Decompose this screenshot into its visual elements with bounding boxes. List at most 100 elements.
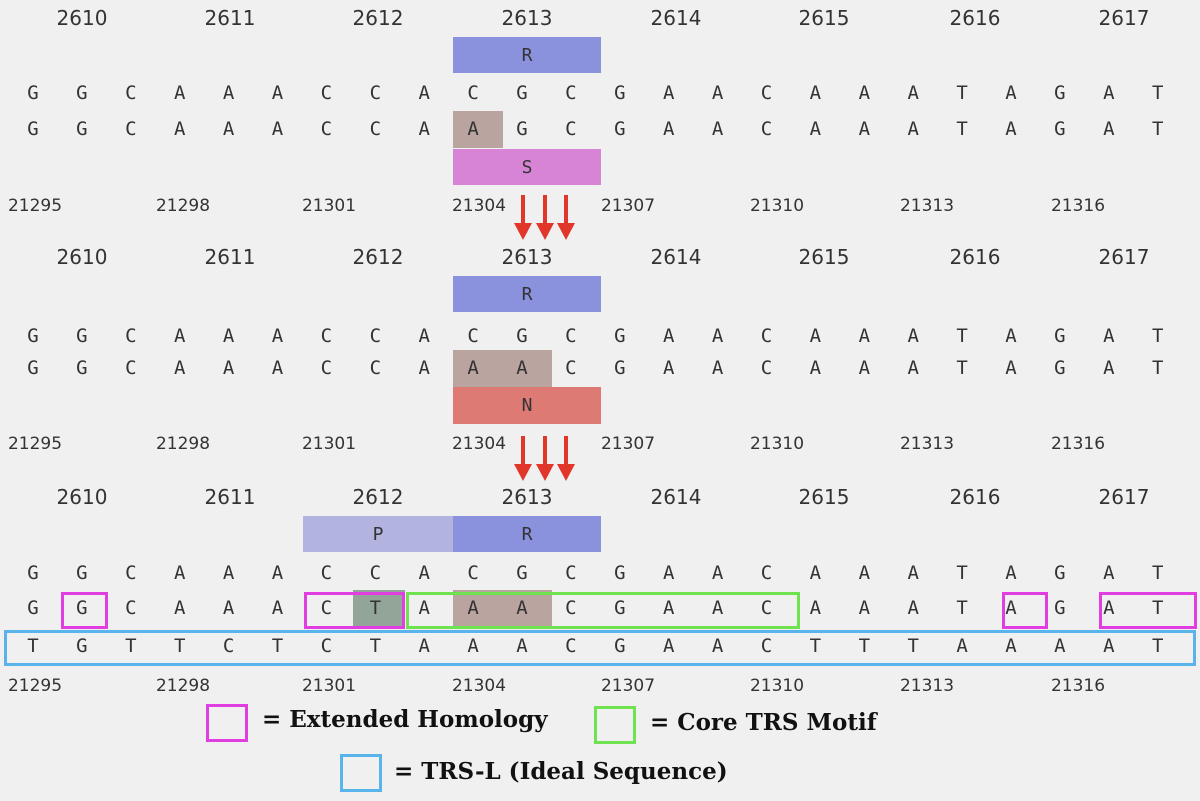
nucleotide-letter: T <box>809 635 822 657</box>
codon-number: 2610 <box>56 485 108 509</box>
codon-number-row: 2610 2611 2612 2613 2614 2615 2616 2617 <box>0 485 1200 511</box>
variant-amino-acid-box: N <box>453 387 601 424</box>
nucleotide-letter: A <box>222 118 235 140</box>
nucleotide-letter: A <box>173 325 186 347</box>
nucleotide-letter: C <box>125 325 137 347</box>
amino-acid-label: N <box>521 395 533 416</box>
nucleotide-letter: A <box>271 325 284 347</box>
nucleotide-letter: C <box>125 597 137 619</box>
nucleotide-letter: A <box>173 562 186 584</box>
ref-amino-acid-box: R <box>453 276 601 312</box>
codon-number: 2615 <box>798 6 850 30</box>
nucleotide-letter: A <box>173 357 186 379</box>
legend-extended-homology-label: = Extended Homology <box>262 706 548 733</box>
genome-position: 21310 <box>749 434 805 454</box>
genome-position: 21307 <box>600 196 656 216</box>
nucleotide-letter: A <box>173 118 186 140</box>
nucleotide-letter: A <box>418 635 430 657</box>
variant-amino-acid-box: S <box>453 149 601 185</box>
codon-number: 2612 <box>352 245 404 269</box>
nucleotide-letter: C <box>125 357 137 379</box>
genome-position: 21295 <box>7 676 63 696</box>
nucleotide-letter: A <box>956 635 968 657</box>
genome-position: 21307 <box>600 434 656 454</box>
nucleotide-letter: A <box>1005 325 1017 347</box>
down-arrows-icon <box>514 195 575 240</box>
nucleotide-letter: A <box>711 357 724 379</box>
nucleotide-letter: G <box>76 635 88 657</box>
nucleotide-letter: G <box>516 82 528 104</box>
legend-trs-l-label: = TRS-L (Ideal Sequence) <box>394 758 728 785</box>
nucleotide-letter: T <box>1151 325 1164 347</box>
nucleotide-letter: C <box>369 82 382 104</box>
nucleotide-letter: A <box>809 562 822 584</box>
codon-number: 2616 <box>949 485 1001 509</box>
nucleotide-letter: A <box>858 325 871 347</box>
nucleotide-letter: A <box>222 357 235 379</box>
genome-position-row: 21295 21298 21301 21304 21307 21310 2131… <box>0 196 1200 218</box>
nucleotide-letter: A <box>1103 562 1115 584</box>
nucleotide-letter: C <box>320 357 333 379</box>
nucleotide-letter: G <box>516 562 528 584</box>
nucleotide-letter: G <box>1054 325 1066 347</box>
nucleotide-letter: A <box>222 325 235 347</box>
genome-position-row: 21295 21298 21301 21304 21307 21310 2131… <box>0 434 1200 456</box>
substitution-highlight-t <box>353 590 405 627</box>
genome-position: 21304 <box>451 434 507 454</box>
nucleotide-letter: G <box>516 325 528 347</box>
nucleotide-letter: G <box>1054 357 1066 379</box>
nucleotide-letter: A <box>1103 325 1115 347</box>
nucleotide-letter: C <box>125 562 137 584</box>
extended-homology-outline <box>1099 592 1197 629</box>
nucleotide-letter: C <box>320 82 333 104</box>
nucleotide-letter: A <box>809 597 822 619</box>
nucleotide-letter: T <box>1151 82 1164 104</box>
genome-position: 21298 <box>155 196 211 216</box>
nucleotide-letter: G <box>614 597 626 619</box>
nucleotide-letter: G <box>1054 562 1066 584</box>
nucleotide-letter: C <box>320 562 333 584</box>
nucleotide-letter: C <box>125 118 137 140</box>
nucleotide-letter: A <box>418 82 430 104</box>
legend-core-trs-label: = Core TRS Motif <box>650 709 877 736</box>
nucleotide-letter: A <box>662 357 675 379</box>
nucleotide-letter: A <box>222 597 235 619</box>
nucleotide-letter: A <box>467 118 479 140</box>
nucleotide-letter: G <box>76 82 88 104</box>
nucleotide-letter: A <box>418 597 430 619</box>
nucleotide-letter: C <box>369 357 382 379</box>
nucleotide-letter: G <box>76 357 88 379</box>
nucleotide-letter: A <box>809 357 822 379</box>
amino-acid-label: P <box>372 523 384 545</box>
nucleotide-letter: C <box>760 597 773 619</box>
nucleotide-letter: T <box>125 635 137 657</box>
nucleotide-letter: G <box>614 82 626 104</box>
nucleotide-letter: A <box>907 562 919 584</box>
nucleotide-letter: A <box>173 597 186 619</box>
codon-number: 2617 <box>1098 245 1150 269</box>
nucleotide-letter: T <box>956 118 968 140</box>
nucleotide-letter: A <box>222 82 235 104</box>
nucleotide-letter: A <box>662 597 675 619</box>
nucleotide-letter: A <box>711 82 724 104</box>
nucleotide-letter: A <box>1103 118 1115 140</box>
nucleotide-letter: C <box>369 118 382 140</box>
nucleotide-letter: C <box>565 562 577 584</box>
genome-position-row: 21295 21298 21301 21304 21307 21310 2131… <box>0 676 1200 698</box>
genome-position: 21301 <box>301 434 357 454</box>
nucleotide-letter: G <box>614 562 626 584</box>
nucleotide-letter: A <box>1005 597 1017 619</box>
nucleotide-letter: A <box>271 597 284 619</box>
nucleotide-letter: A <box>271 357 284 379</box>
nucleotide-letter: C <box>565 597 577 619</box>
nucleotide-letter: G <box>27 82 39 104</box>
nucleotide-letter: A <box>1005 357 1017 379</box>
nucleotide-letter: C <box>369 325 382 347</box>
nucleotide-letter: A <box>809 82 822 104</box>
nucleotide-letter: A <box>858 562 871 584</box>
nucleotide-letter: C <box>760 325 773 347</box>
nucleotide-letter: C <box>467 325 479 347</box>
